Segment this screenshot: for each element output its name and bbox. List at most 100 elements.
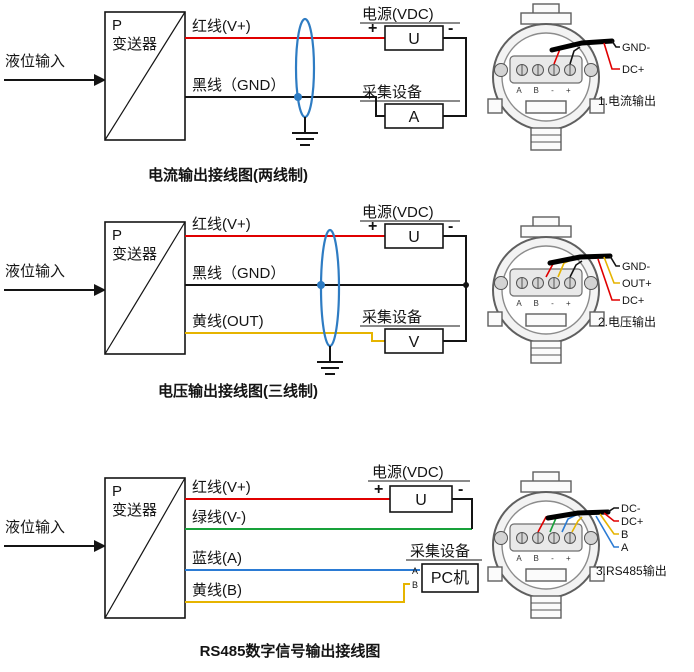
diagram-caption: 电压输出接线图(三线制) bbox=[158, 382, 318, 400]
terminal-letters: A B - + bbox=[516, 554, 575, 563]
out-plus-leader bbox=[603, 256, 620, 284]
a-leader bbox=[595, 515, 619, 548]
power-supply-box bbox=[389, 485, 453, 513]
transmitter-name: 变送器 bbox=[112, 502, 157, 519]
device-box bbox=[384, 328, 444, 354]
power-plus: + bbox=[374, 481, 383, 498]
power-plus: + bbox=[368, 218, 377, 235]
transmitter-diagonal bbox=[104, 11, 186, 141]
diagram-voltage-output: 液位输入 P 变送器 红线(V+) 黑线（GND） 黄线(OUT) 电源(VDC… bbox=[4, 204, 656, 400]
return-wire bbox=[443, 37, 467, 117]
gnd-leader bbox=[611, 40, 620, 48]
red-wire-label: 红线(V+) bbox=[192, 18, 251, 35]
head-caption: 1.电流输出 bbox=[598, 93, 656, 108]
head-label-dcplus: DC+ bbox=[622, 295, 644, 307]
power-plus: + bbox=[368, 20, 377, 37]
terminal-letters: A B - + bbox=[516, 299, 575, 308]
power-supply-box bbox=[384, 223, 444, 249]
input-arrow-head bbox=[94, 284, 106, 296]
cable-shield bbox=[294, 17, 316, 119]
terminal-screw bbox=[494, 63, 508, 77]
input-label: 液位输入 bbox=[5, 263, 65, 280]
device-box bbox=[384, 103, 444, 129]
b-leader bbox=[599, 513, 619, 535]
device-title: 采集设备 bbox=[362, 84, 422, 101]
dc-plus-leader bbox=[597, 258, 620, 301]
terminal-screw bbox=[494, 276, 508, 290]
red-wire-label: 红线(V+) bbox=[192, 479, 251, 496]
pc-box bbox=[421, 563, 479, 593]
head-caption: 2.电压输出 bbox=[598, 314, 656, 329]
head-left-lug bbox=[487, 98, 503, 114]
transmitter-diagonal bbox=[104, 477, 186, 619]
black-wire bbox=[185, 96, 385, 117]
pc-port-a: A bbox=[412, 566, 418, 576]
head-lower-block bbox=[525, 313, 567, 327]
head-label-dcplus: DC+ bbox=[622, 64, 644, 76]
head-lower-block bbox=[525, 568, 567, 582]
terminal-strip bbox=[509, 523, 583, 552]
head-right-lug bbox=[589, 566, 605, 582]
output-cable bbox=[549, 38, 615, 53]
head-label-b: B bbox=[621, 529, 628, 541]
power-symbol: U bbox=[408, 229, 420, 246]
cable-shield bbox=[319, 228, 341, 348]
yellow-wire bbox=[185, 583, 410, 603]
transmitter-head-voltage: A B - + GND- OUT+ DC+ 2.电压输出 bbox=[487, 216, 656, 364]
terminal-screw bbox=[584, 63, 598, 77]
yellow-wire bbox=[185, 332, 385, 342]
green-wire-label: 绿线(V-) bbox=[192, 509, 246, 526]
head-label-gnd: GND- bbox=[622, 261, 650, 273]
device-symbol: V bbox=[409, 334, 420, 351]
output-cable bbox=[545, 509, 611, 521]
head-caption: 3.RS485输出 bbox=[596, 563, 667, 578]
black-wire-label: 黑线（GND） bbox=[192, 77, 285, 94]
terminal-screw bbox=[584, 276, 598, 290]
dc-minus-leader bbox=[607, 507, 619, 513]
head-conduit bbox=[530, 127, 562, 151]
power-title: 电源(VDC) bbox=[372, 464, 444, 481]
transmitter-head-rs485: A B - + DC- DC+ B A 3.RS485输出 bbox=[487, 471, 667, 619]
input-label: 液位输入 bbox=[5, 519, 65, 536]
head-label-outplus: OUT+ bbox=[622, 278, 652, 290]
head-top-collar bbox=[520, 480, 572, 493]
power-minus: - bbox=[448, 218, 453, 235]
head-black-jumper bbox=[569, 46, 581, 65]
blue-wire-label: 蓝线(A) bbox=[192, 550, 242, 567]
power-minus: - bbox=[458, 481, 463, 498]
head-right-lug bbox=[589, 98, 605, 114]
terminal-strip bbox=[509, 268, 583, 297]
power-symbol: U bbox=[415, 492, 427, 509]
input-label: 液位输入 bbox=[5, 53, 65, 70]
head-left-lug bbox=[487, 566, 503, 582]
head-lower-block bbox=[525, 100, 567, 114]
head-label-gnd: GND- bbox=[622, 42, 650, 54]
head-conduit bbox=[530, 340, 562, 364]
device-title: 采集设备 bbox=[362, 309, 422, 326]
head-label-dcplus: DC+ bbox=[621, 516, 643, 528]
head-blue-jumper bbox=[561, 514, 577, 533]
shield-tap-dot bbox=[294, 93, 302, 101]
transmitter-p: P bbox=[112, 17, 122, 34]
head-label-dcminus: DC- bbox=[621, 503, 641, 515]
transmitter-name: 变送器 bbox=[112, 36, 157, 53]
red-wire-label: 红线(V+) bbox=[192, 216, 251, 233]
input-arrow-head bbox=[94, 540, 106, 552]
device-title: 采集设备 bbox=[410, 543, 470, 560]
power-minus: - bbox=[448, 20, 453, 37]
diagram-caption: 电流输出接线图(两线制) bbox=[148, 166, 308, 184]
power-title: 电源(VDC) bbox=[362, 204, 434, 221]
terminal-screw bbox=[584, 531, 598, 545]
yellow-wire-label: 黄线(OUT) bbox=[192, 313, 264, 330]
head-top-collar bbox=[520, 12, 572, 25]
device-symbol: A bbox=[409, 109, 420, 126]
head-left-lug bbox=[487, 311, 503, 327]
diagram-rs485-output: 液位输入 P 变送器 红线(V+) 绿线(V-) 蓝线(A) 黄线(B) 电源(… bbox=[4, 464, 667, 660]
power-symbol: U bbox=[408, 31, 420, 48]
head-conduit bbox=[530, 595, 562, 619]
input-arrow-head bbox=[94, 74, 106, 86]
return-wire bbox=[452, 498, 473, 529]
head-top-collar bbox=[520, 225, 572, 238]
